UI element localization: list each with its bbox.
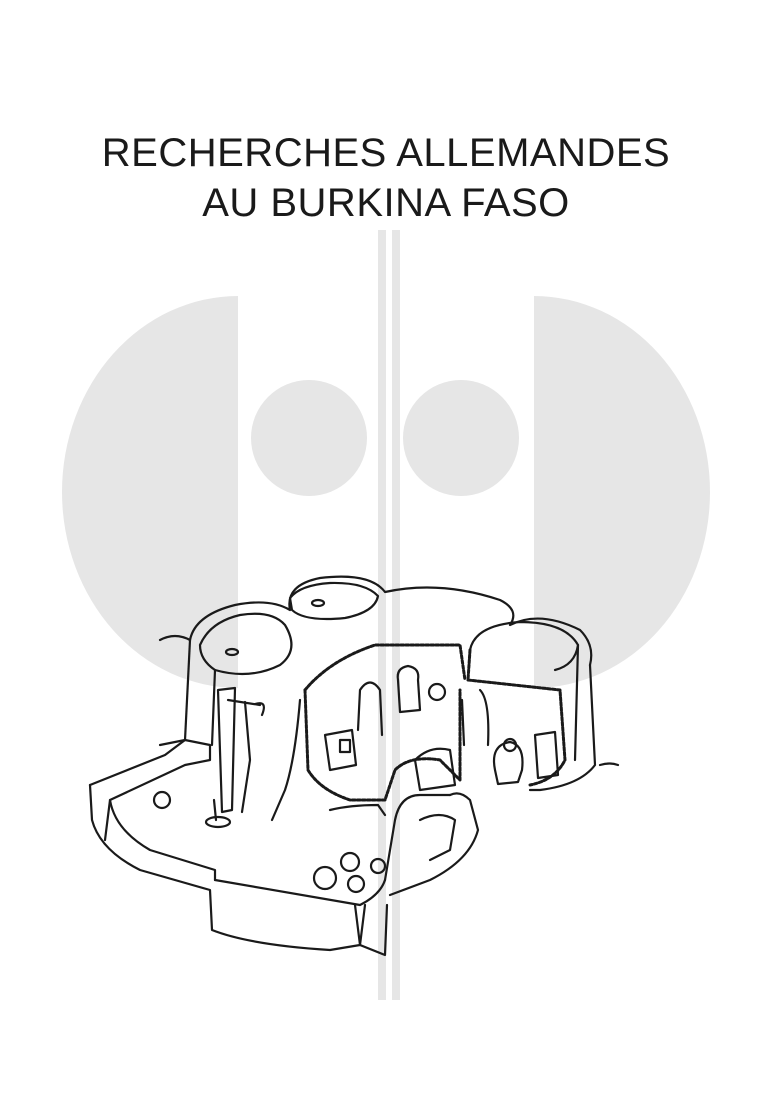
cover-title-line-2: AU BURKINA FASO [202,181,570,225]
cover-title-line-1: RECHERCHES ALLEMANDES [101,131,671,175]
cover-title: RECHERCHES ALLEMANDES AU BURKINA FASO [0,128,772,228]
